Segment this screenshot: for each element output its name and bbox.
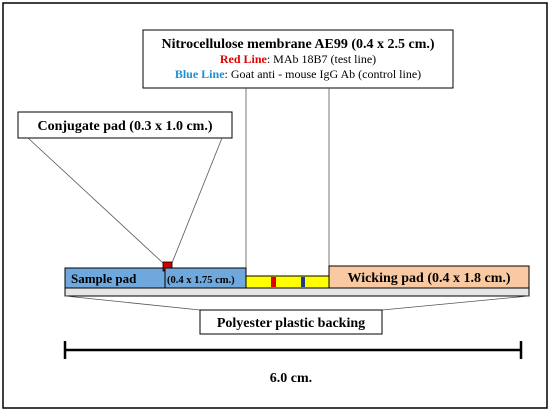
control-line-blue <box>301 277 305 287</box>
wicking-pad <box>328 265 530 289</box>
scale-length-label: 6.0 cm. <box>270 371 312 386</box>
membrane-callout-title: Nitrocellulose membrane AE99 (0.4 x 2.5 … <box>161 37 434 52</box>
red-line-description: : MAb 18B7 (test line) <box>267 52 376 66</box>
nitrocellulose-membrane <box>245 275 331 289</box>
blue-line-label: Blue Line <box>175 67 225 81</box>
conjugate-callout-box <box>17 111 233 139</box>
test-line-red <box>271 277 276 287</box>
blue-line-description: : Goat anti - mouse IgG Ab (control line… <box>225 67 422 81</box>
backing-callout-title: Polyester plastic backing <box>217 316 365 331</box>
conjugate-leader-right <box>171 137 223 264</box>
red-line-legend: Red Line: MAb 18B7 (test line) <box>220 52 376 66</box>
backing-callout-box <box>199 309 383 335</box>
blue-line-legend: Blue Line: Goat anti - mouse IgG Ab (con… <box>175 67 421 81</box>
wicking-pad-label: Wicking pad (0.4 x 1.8 cm.) <box>347 271 510 286</box>
conjugate-callout-title: Conjugate pad (0.3 x 1.0 cm.) <box>38 119 213 134</box>
membrane-callout-box <box>142 29 454 89</box>
conjugate-leader-left <box>27 137 164 264</box>
red-line-label: Red Line <box>220 52 268 66</box>
backing-leader-left <box>64 295 201 311</box>
sample-pad-dimensions: (0.4 x 1.75 cm.) <box>167 275 235 286</box>
backing-leader-right <box>381 295 530 311</box>
sample-pad-label: Sample pad <box>71 271 137 286</box>
backing-layer <box>64 287 530 297</box>
